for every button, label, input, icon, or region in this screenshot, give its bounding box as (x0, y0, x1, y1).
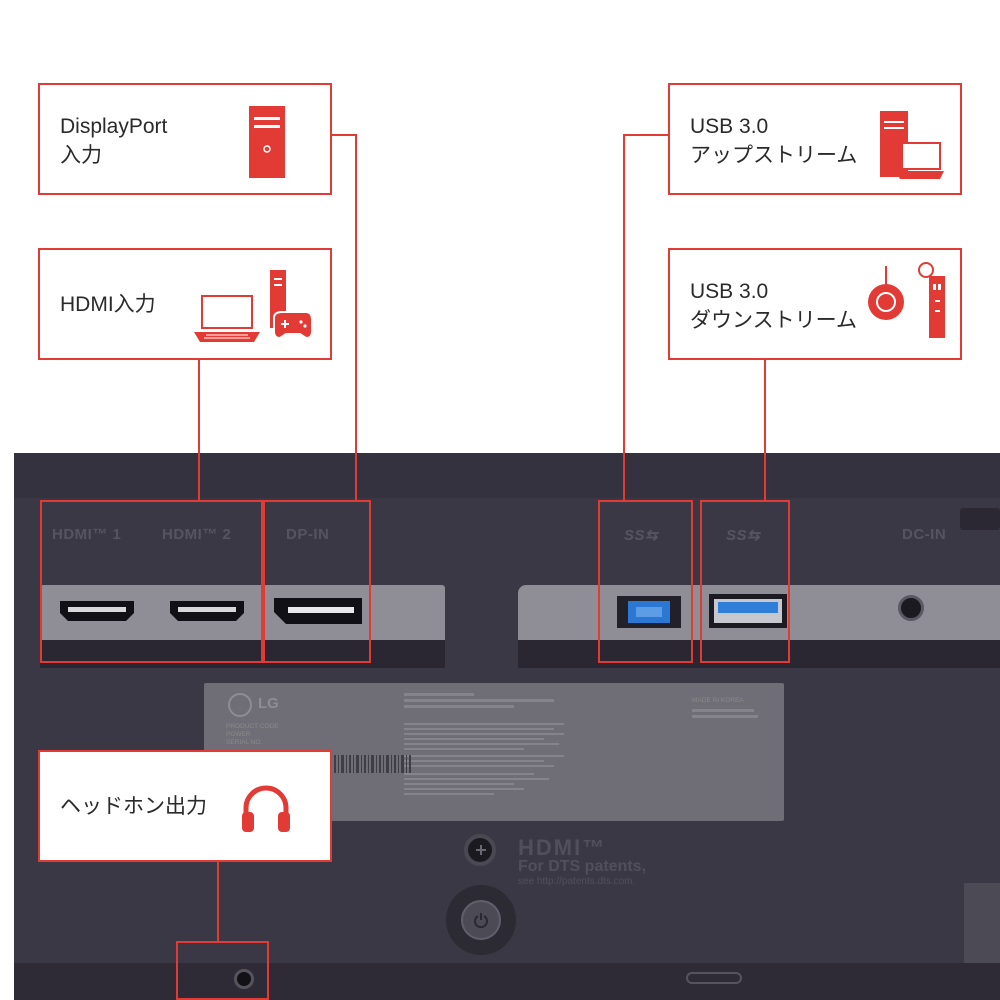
dp-port-highlight (263, 500, 371, 663)
pc-tower-icon (249, 106, 285, 178)
usb-up-label-line1: USB 3.0 (690, 115, 769, 138)
usb-down-label-line1: USB 3.0 (690, 280, 769, 303)
usb-stick-icon (918, 262, 945, 338)
hdmi-callout: HDMI入力 (38, 248, 332, 360)
hdmi-logo-text: HDMI™ (518, 835, 607, 860)
headphone-callout-label: ヘッドホン出力 (60, 795, 207, 818)
lg-logo-icon (228, 693, 252, 717)
usb-down-callout-label: USB 3.0 ダウンストリーム (690, 277, 857, 335)
usb-up-connector-line (623, 134, 668, 500)
panel-edge-clip (960, 508, 1000, 530)
usb-up-callout-label: USB 3.0 アップストリーム (690, 112, 857, 170)
laptop-icon (194, 295, 260, 342)
dp-in-port-label: DP-IN (286, 526, 330, 543)
usb-upstream-callout: USB 3.0 アップストリーム (668, 83, 962, 195)
service-port (686, 972, 742, 984)
sticker-code-lines (692, 709, 758, 718)
usb-down-port-label: SS⇆ (726, 527, 761, 544)
sticker-fine-print (404, 693, 564, 795)
hdmi2-port-label: HDMI™ 2 (162, 526, 232, 543)
hdmi-ports-highlight (40, 500, 263, 663)
power-icon (474, 913, 488, 928)
displayport-port[interactable] (272, 596, 364, 626)
headphone-callout: ヘッドホン出力 (38, 750, 332, 862)
screw-icon (464, 834, 496, 866)
usb-a-downstream-port[interactable] (708, 593, 788, 629)
dp-connector-line (332, 134, 357, 500)
sticker-product-code: PRODUCT CODE (226, 723, 279, 730)
bottom-bezel (14, 963, 1000, 1000)
usb-up-label-line2: アップストリーム (690, 144, 858, 167)
dc-in-port-label: DC-IN (902, 526, 947, 543)
displayport-label-line2: 入力 (60, 144, 102, 167)
displayport-label-line1: DisplayPort (60, 115, 168, 138)
displayport-callout: DisplayPort 入力 (38, 83, 332, 195)
headphones-icon (242, 785, 290, 832)
sticker-brand: LG (258, 695, 279, 712)
sticker-power: POWER (226, 731, 251, 738)
dts-patents-text: For DTS patents, (518, 858, 647, 875)
hdmi1-port-label: HDMI™ 1 (52, 526, 122, 543)
displayport-callout-label: DisplayPort 入力 (60, 112, 167, 170)
panel-top-band (14, 453, 1000, 498)
usb-down-highlight (700, 500, 790, 663)
left-port-bar-shadow (40, 640, 445, 668)
headphone-jack[interactable] (234, 969, 254, 989)
game-console-icon (270, 270, 313, 340)
usb-b-upstream-port[interactable] (616, 595, 682, 629)
usb-down-label-line2: ダウンストリーム (690, 309, 857, 332)
dc-in-jack[interactable] (898, 595, 924, 621)
usb-downstream-callout: USB 3.0 ダウンストリーム (668, 248, 962, 360)
hdmi2-port[interactable] (168, 599, 246, 623)
usb-up-highlight (598, 500, 693, 663)
monitor-back-panel: HDMI™ 1 HDMI™ 2 DP-IN SS⇆ SS⇆ DC-IN (14, 453, 1000, 1000)
sticker-serial: SERIAL NO. (226, 739, 263, 746)
headphone-jack-highlight (176, 941, 269, 1000)
right-side-edge (964, 883, 1000, 963)
usb-up-port-label: SS⇆ (624, 527, 659, 544)
sticker-made-in: MADE IN KOREA (692, 697, 744, 704)
mouse-icon (868, 266, 904, 320)
dts-url-text: see http://patents.dts.com. (518, 876, 636, 887)
hdmi-callout-label: HDMI入力 (60, 293, 156, 316)
sticker-barcode (334, 755, 411, 773)
pc-and-laptop-icon (880, 111, 944, 179)
hdmi1-port[interactable] (58, 599, 136, 623)
power-joystick-button[interactable] (461, 900, 501, 940)
